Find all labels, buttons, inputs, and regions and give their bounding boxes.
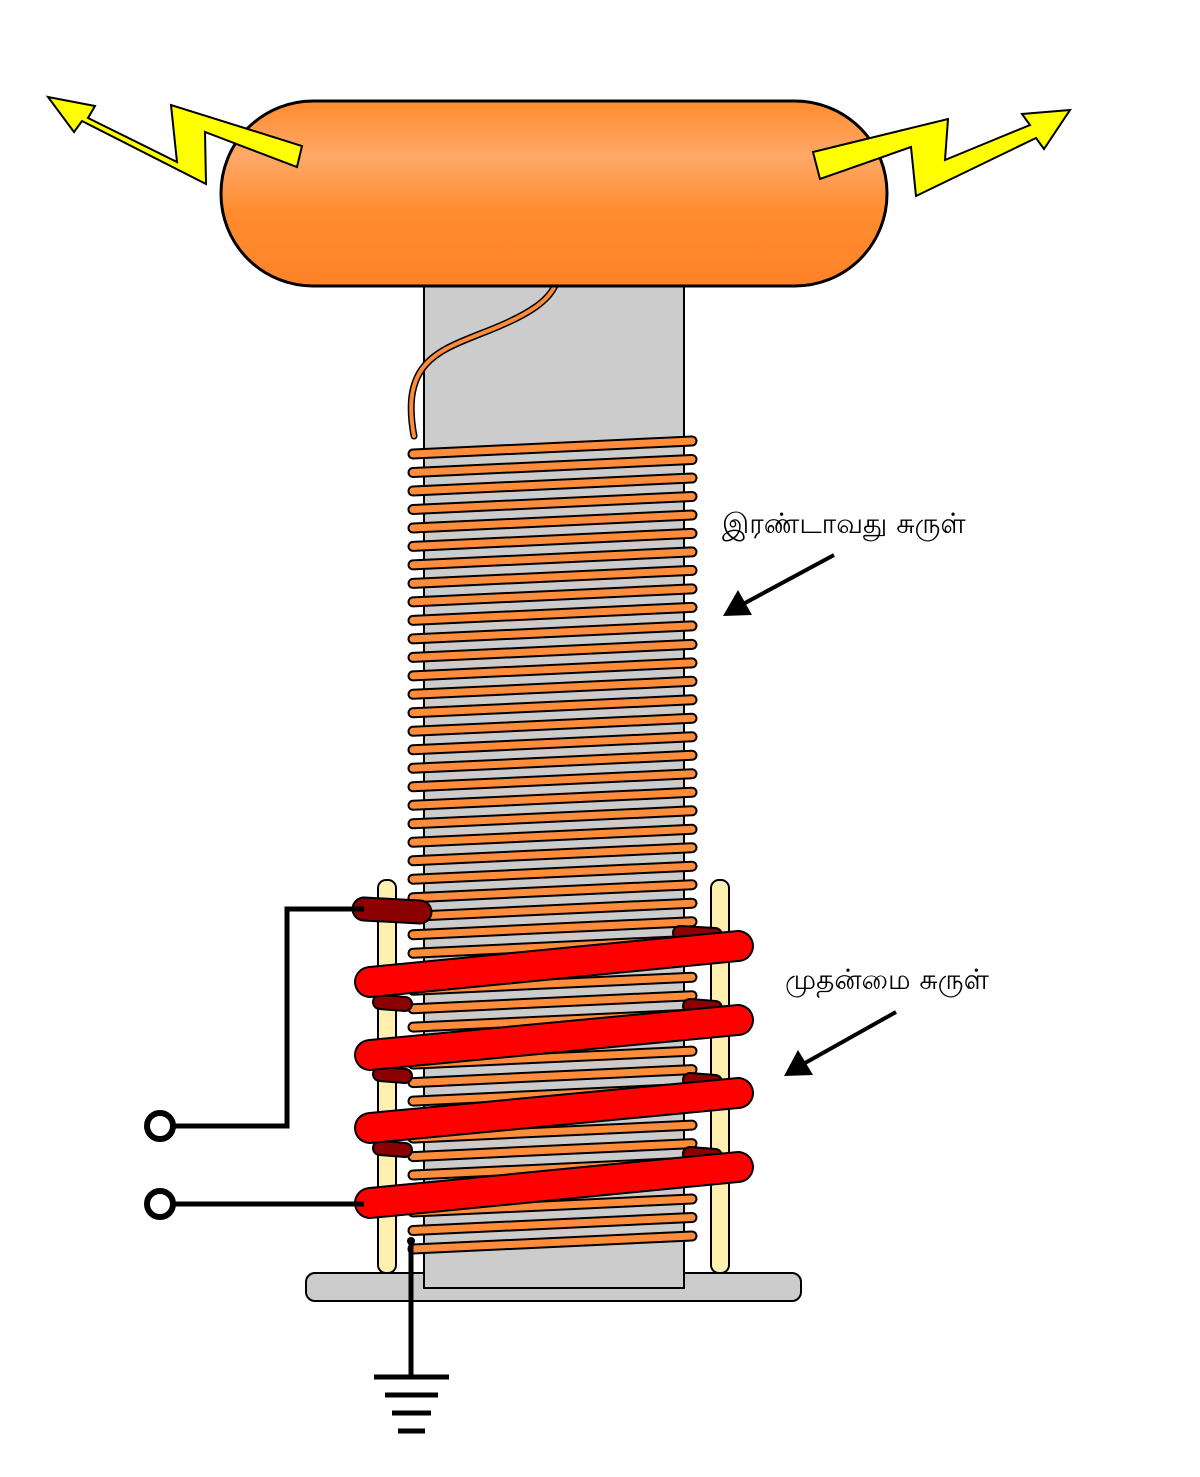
secondary-turn-fill [409,788,696,809]
secondary-turn-fill [409,899,696,920]
secondary-turn-fill [409,603,696,624]
secondary-turn-fill [409,1232,696,1253]
secondary-turn-fill [409,566,696,587]
spark-right-icon [811,108,1072,198]
secondary-turn-fill [409,862,696,883]
secondary-turn-fill [409,493,696,513]
secondary-turn-fill [409,714,696,735]
secondary-turn-fill [409,1214,696,1234]
secondary-turn-fill [409,437,696,458]
primary-coil [354,930,754,1219]
secondary-lead-wire [407,279,560,440]
secondary-turn-fill [409,918,696,939]
secondary-turn-fill [409,992,696,1013]
input-wiring [174,906,364,1207]
secondary-turn-fill [409,733,696,754]
secondary-turn-fill [409,659,696,680]
secondary-turn-fill [409,474,696,495]
secondary-turn-fill [409,529,696,550]
secondary-turn-fill [409,1121,696,1142]
secondary-turn-fill [409,844,696,865]
secondary-turn-fill [409,677,696,698]
secondary-turn-fill [409,1066,696,1087]
secondary-turn-fill [409,585,696,606]
secondary-turn-fill [409,751,696,772]
spark-left-icon [45,95,304,186]
secondary-coil-label: இரண்டாவது சுருள் [722,507,966,542]
secondary-turn-fill [409,622,696,643]
secondary-turn-fill [409,511,696,532]
secondary-turn-fill [409,456,696,476]
input-terminal [144,1188,176,1220]
secondary-turn-fill [409,548,696,569]
secondary-turn-fill [409,1140,696,1161]
secondary-turn-fill [409,696,696,717]
secondary-turn-fill [409,881,696,902]
secondary-turn-fill [409,770,696,791]
primary-coil-label: முதன்மை சுருள் [785,963,990,998]
secondary-turn-fill [409,807,696,828]
secondary-label-arrow [723,553,835,616]
toroid [219,99,889,288]
ground-symbol [374,1237,449,1434]
input-terminal [144,1110,176,1142]
secondary-turn-fill [409,640,696,661]
primary-label-arrow [784,1010,897,1076]
secondary-turn-fill [409,825,696,846]
